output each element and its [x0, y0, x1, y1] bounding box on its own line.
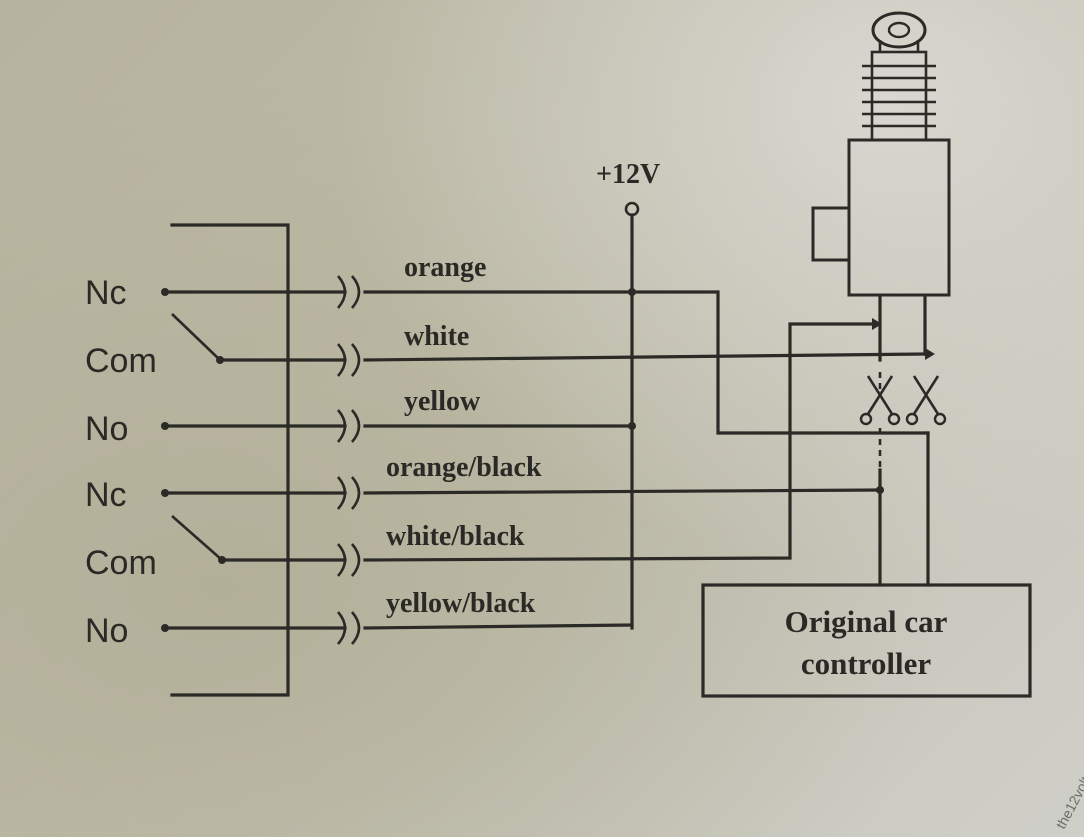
- wire-orange: [363, 290, 930, 435]
- door-lock-actuator-icon: [811, 11, 951, 297]
- relay-bracket: [170, 223, 290, 697]
- wire-label: white/black: [386, 521, 525, 552]
- scissors-icon: [905, 375, 947, 426]
- wire-yellow-black: [363, 623, 634, 630]
- relay-terminals: [161, 288, 226, 632]
- wire-runs: [363, 290, 935, 630]
- wire-label: white: [404, 321, 469, 352]
- watermark: the12volt.com: [1053, 747, 1084, 831]
- scissors-icon: [859, 375, 901, 426]
- connector-icon: [336, 543, 361, 577]
- connector-icon: [336, 476, 361, 510]
- terminal-label: Com: [85, 342, 157, 380]
- wire-white: [363, 352, 927, 362]
- controller-label-line1: Original car: [785, 604, 948, 639]
- terminal-label: Com: [85, 544, 157, 582]
- wire-label: yellow/black: [386, 588, 536, 619]
- wire-label: yellow: [404, 386, 481, 417]
- connector-icon: [336, 409, 361, 443]
- original-car-controller: Original car controller: [701, 583, 1032, 698]
- actuator-leads: [878, 296, 930, 587]
- terminal-label: No: [85, 410, 128, 448]
- connector-icon: [336, 611, 361, 645]
- supply-label: +12V: [596, 159, 660, 190]
- terminal-label: Nc: [85, 476, 127, 514]
- wire-white-black: [363, 322, 880, 562]
- relay-leads: [163, 290, 347, 630]
- terminal-labels: Nc Com No Nc Com No: [85, 274, 157, 650]
- connector-icon: [336, 275, 361, 309]
- controller-label-line2: controller: [801, 646, 932, 681]
- wire-label: orange/black: [386, 452, 542, 483]
- wire-labels: orange white yellow orange/black white/b…: [386, 252, 542, 619]
- terminal-label: No: [85, 612, 128, 650]
- switch-arm: [171, 313, 221, 361]
- connector-symbols: [336, 275, 361, 645]
- wire-orange-black: [363, 488, 882, 495]
- switch-arm: [171, 515, 223, 561]
- wire-label: orange: [404, 252, 486, 283]
- supply-terminal-icon: [624, 201, 640, 217]
- terminal-label: Nc: [85, 274, 127, 312]
- connector-icon: [336, 343, 361, 377]
